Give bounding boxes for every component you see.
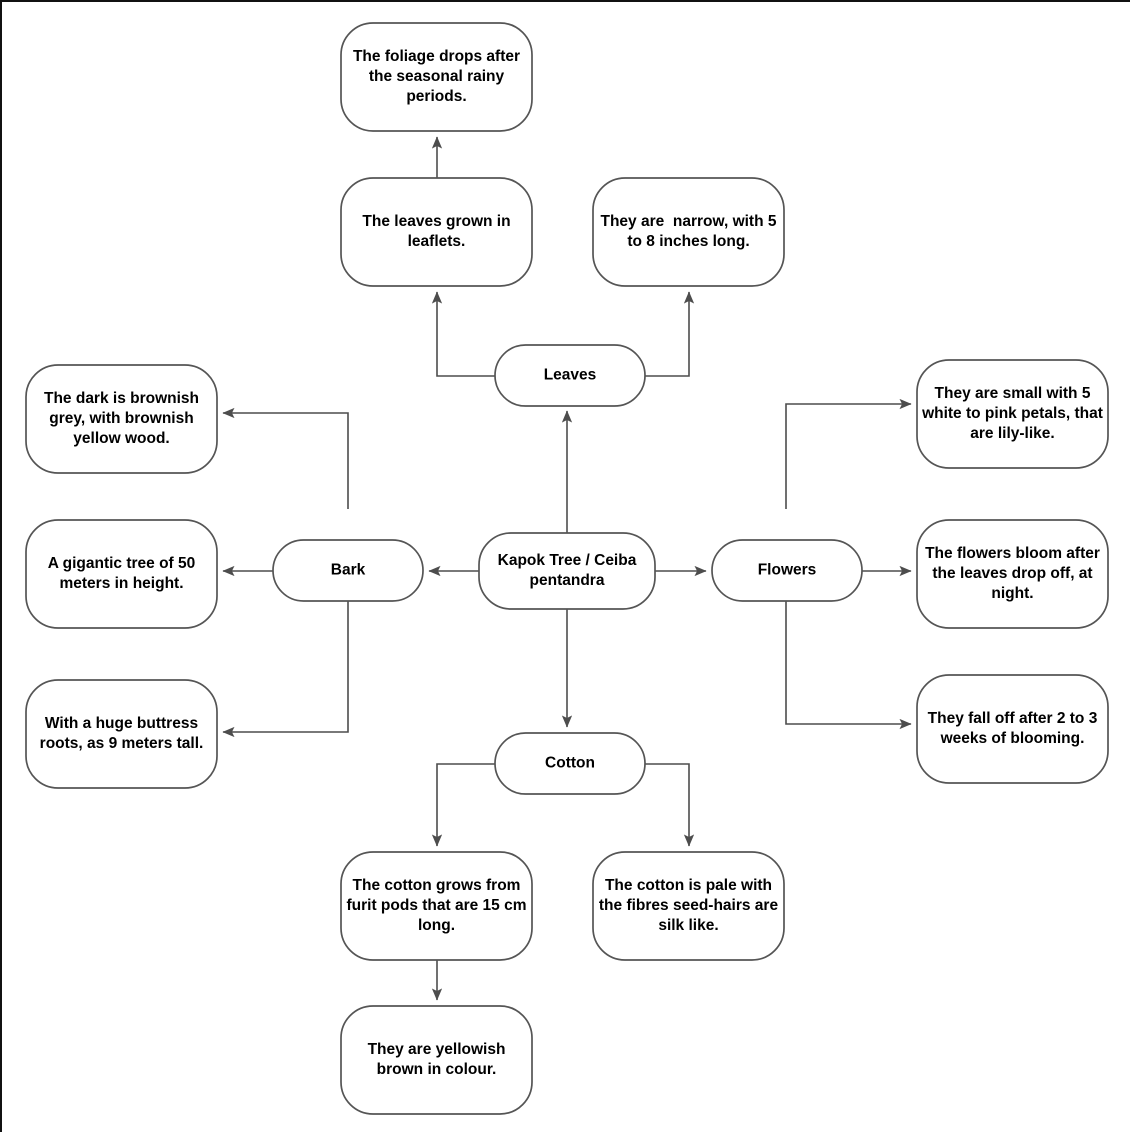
node-label-bark-dark-grey: The dark is brownish grey, with brownish y… xyxy=(44,390,199,447)
edge-bark-to-dark-grey xyxy=(222,407,349,509)
node-shape-flowers xyxy=(711,539,863,602)
node-label-line: weeks of blooming. xyxy=(940,730,1085,747)
node-label-bark-gigantic: A gigantic tree of 50 meters in height. xyxy=(48,555,196,592)
node-label-line: furit pods that are 15 cm xyxy=(346,897,526,914)
node-bark[interactable]: Bark xyxy=(272,539,424,602)
node-cotton-pale-fibres[interactable]: The cotton is pale with the fibres seed-h… xyxy=(592,851,785,961)
node-shape-cotton-pale-fibres xyxy=(592,851,785,961)
node-bark-buttress[interactable]: With a huge buttress roots, as 9 meters t… xyxy=(25,679,218,789)
node-label-line: white to pink petals, that xyxy=(921,405,1103,422)
node-label-line: Bark xyxy=(331,562,366,579)
node-label-cotton-furit-pods: The cotton grows from furit pods that are… xyxy=(346,877,526,934)
node-shape-leaves xyxy=(494,344,646,407)
node-label-line: periods. xyxy=(406,88,466,105)
node-label-line: Kapok Tree / Ceiba xyxy=(498,552,637,569)
node-shape-bark-dark-grey xyxy=(25,364,218,474)
node-label-line: Leaves xyxy=(544,367,597,384)
node-label-line: With a huge buttress xyxy=(45,715,198,732)
node-label-line: the fibres seed-hairs are xyxy=(599,897,779,914)
edge-cotton-to-furit-pods xyxy=(431,763,495,847)
node-label-leaves: Leaves xyxy=(544,367,597,384)
node-label-cotton: Cotton xyxy=(545,755,595,772)
node-leaves-narrow[interactable]: They are narrow, with 5 to 8 inches long. xyxy=(592,177,785,287)
edge-layer xyxy=(222,136,912,1001)
node-label-line: Cotton xyxy=(545,755,595,772)
node-shape-flowers-bloom xyxy=(916,519,1109,629)
node-label-line: Flowers xyxy=(758,562,817,579)
node-label-line: A gigantic tree of 50 xyxy=(48,555,196,572)
node-cotton[interactable]: Cotton xyxy=(494,732,646,795)
node-label-line: The foliage drops after xyxy=(353,48,520,65)
edge-flowers-to-fall-off xyxy=(785,601,912,730)
node-label-leaves-leaflets: The leaves grown in leaflets. xyxy=(362,213,510,250)
node-label-line: yellow wood. xyxy=(73,430,169,447)
node-label-line: leaflets. xyxy=(408,233,466,250)
node-label-line: They fall off after 2 to 3 xyxy=(928,710,1098,727)
node-flowers-petals[interactable]: They are small with 5 white to pink petal… xyxy=(916,359,1109,469)
node-leaves-leaflets[interactable]: The leaves grown in leaflets. xyxy=(340,177,533,287)
node-label-line: are lily-like. xyxy=(970,425,1054,442)
node-label-line: The flowers bloom after xyxy=(925,545,1100,562)
node-label-flowers: Flowers xyxy=(758,562,817,579)
node-shape-bark xyxy=(272,539,424,602)
node-label-flowers-petals: They are small with 5 white to pink petal… xyxy=(921,385,1103,442)
node-shape-cotton xyxy=(494,732,646,795)
node-shape-leaves-leaflets xyxy=(340,177,533,287)
node-shape-flowers-fall-off xyxy=(916,674,1109,784)
node-label-line: They are small with 5 xyxy=(935,385,1091,402)
node-label-line: The cotton grows from xyxy=(353,877,521,894)
node-label-line: the leaves drop off, at xyxy=(932,565,1092,582)
edge-flowers-to-petals xyxy=(785,398,912,509)
node-leaves-foliage-drops[interactable]: The foliage drops after the seasonal rain… xyxy=(340,22,533,132)
node-label-line: They are yellowish xyxy=(368,1041,506,1058)
node-label-line: roots, as 9 meters tall. xyxy=(40,735,204,752)
node-shape-flowers-petals xyxy=(916,359,1109,469)
node-shape-bark-buttress xyxy=(25,679,218,789)
edge-bark-to-buttress xyxy=(222,601,349,738)
node-label-line: The cotton is pale with xyxy=(605,877,772,894)
node-label-line: They are narrow, with 5 xyxy=(600,213,776,230)
node-bark-dark-grey[interactable]: The dark is brownish grey, with brownish y… xyxy=(25,364,218,474)
edge-cotton-to-pale-fibres xyxy=(645,763,695,847)
node-shape-bark-gigantic xyxy=(25,519,218,629)
node-label-line: meters in height. xyxy=(59,575,183,592)
node-label-cotton-pale-fibres: The cotton is pale with the fibres seed-h… xyxy=(599,877,779,934)
node-label-flowers-bloom: The flowers bloom after the leaves drop o… xyxy=(925,545,1100,602)
node-label-cotton-yellowish: They are yellowish brown in colour. xyxy=(368,1041,506,1078)
node-shape-cotton-furit-pods xyxy=(340,851,533,961)
node-label-line: to 8 inches long. xyxy=(627,233,749,250)
node-label-line: silk like. xyxy=(658,917,718,934)
node-label-line: the seasonal rainy xyxy=(369,68,505,85)
node-bark-gigantic[interactable]: A gigantic tree of 50 meters in height. xyxy=(25,519,218,629)
node-leaves[interactable]: Leaves xyxy=(494,344,646,407)
node-cotton-furit-pods[interactable]: The cotton grows from furit pods that are… xyxy=(340,851,533,961)
node-root[interactable]: Kapok Tree / Ceiba pentandra xyxy=(478,532,656,610)
node-flowers-bloom[interactable]: The flowers bloom after the leaves drop o… xyxy=(916,519,1109,629)
node-label-line: The leaves grown in xyxy=(362,213,510,230)
edge-leaves-to-narrow xyxy=(645,291,695,377)
node-label-line: grey, with brownish xyxy=(49,410,193,427)
node-shape-cotton-yellowish xyxy=(340,1005,533,1115)
node-cotton-yellowish[interactable]: They are yellowish brown in colour. xyxy=(340,1005,533,1115)
edge-leaves-to-leaflets xyxy=(431,291,495,377)
node-label-bark: Bark xyxy=(331,562,366,579)
node-shape-leaves-foliage-drops xyxy=(340,22,533,132)
node-label-leaves-narrow: They are narrow, with 5 to 8 inches long. xyxy=(600,213,776,250)
node-label-line: pentandra xyxy=(530,572,605,589)
node-label-bark-buttress: With a huge buttress roots, as 9 meters t… xyxy=(40,715,204,752)
node-label-line: long. xyxy=(418,917,455,934)
node-label-leaves-foliage-drops: The foliage drops after the seasonal rain… xyxy=(353,48,520,105)
node-label-flowers-fall-off: They fall off after 2 to 3 weeks of bloom… xyxy=(928,710,1098,747)
node-shape-root xyxy=(478,532,656,610)
node-label-line: brown in colour. xyxy=(377,1061,497,1078)
node-shape-leaves-narrow xyxy=(592,177,785,287)
node-flowers[interactable]: Flowers xyxy=(711,539,863,602)
node-label-line: The dark is brownish xyxy=(44,390,199,407)
node-label-root: Kapok Tree / Ceiba pentandra xyxy=(498,552,637,589)
node-flowers-fall-off[interactable]: They fall off after 2 to 3 weeks of bloom… xyxy=(916,674,1109,784)
node-label-line: night. xyxy=(991,585,1033,602)
